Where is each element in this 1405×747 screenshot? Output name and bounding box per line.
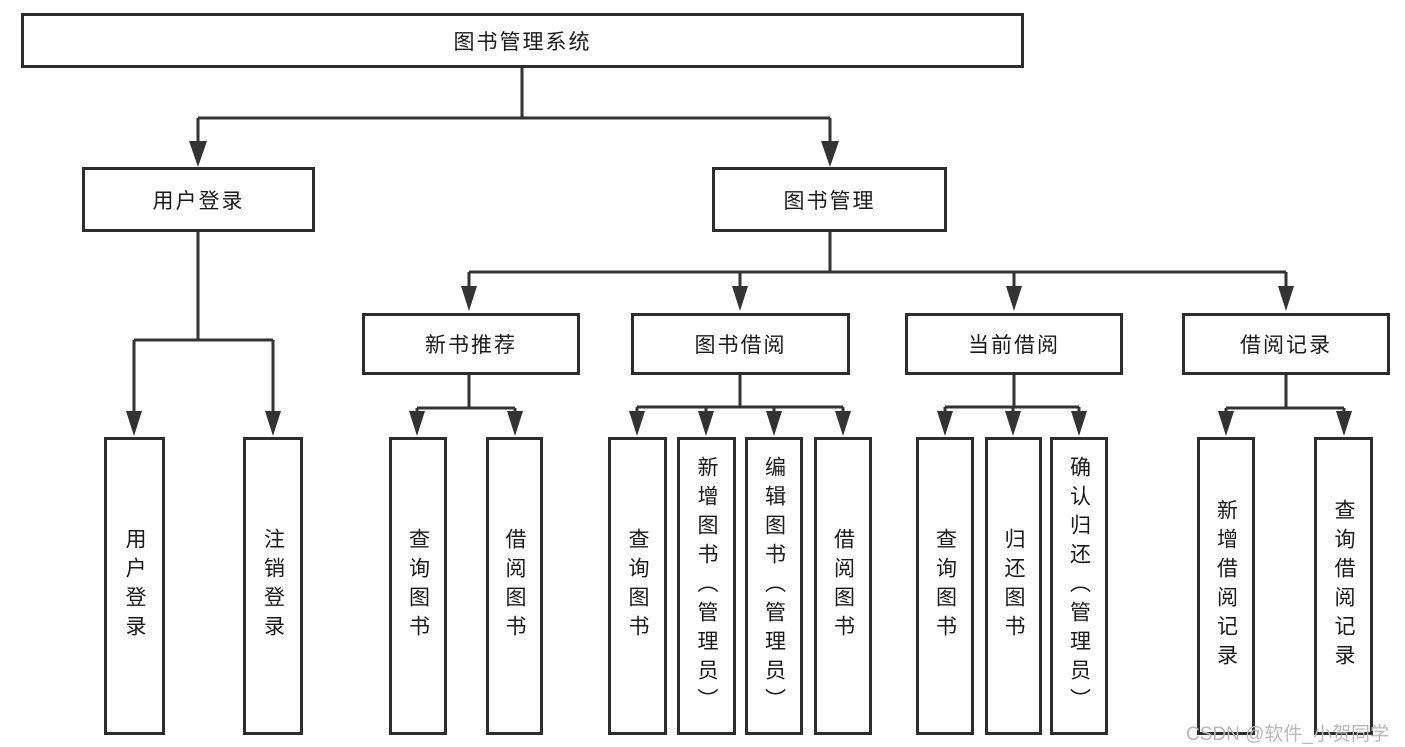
leaf-query-books-borrowing: 查询图书 bbox=[608, 437, 667, 735]
connector-book-management-to-level3 bbox=[461, 232, 1294, 311]
connector-borrowing-records-branch bbox=[1218, 375, 1352, 436]
node-book-management: 图书管理 bbox=[712, 167, 947, 232]
leaf-add-books-admin: 新增图书（管理员） bbox=[677, 437, 736, 735]
leaf-query-books-recommend: 查询图书 bbox=[389, 437, 447, 735]
leaf-borrow-books-borrowing: 借阅图书 bbox=[814, 437, 872, 735]
connector-root-to-level2 bbox=[189, 68, 839, 167]
connector-current-borrowing-branch bbox=[937, 375, 1087, 436]
leaf-confirm-return-admin: 确认归还（管理员） bbox=[1050, 437, 1108, 735]
connector-new-book-recommend-branch bbox=[409, 375, 523, 436]
csdn-watermark: CSDN @软件_小贺同学 bbox=[1186, 724, 1389, 745]
node-new-book-recommend: 新书推荐 bbox=[362, 313, 580, 375]
connector-book-borrowing-branch bbox=[629, 375, 851, 436]
leaf-query-borrow-record: 查询借阅记录 bbox=[1314, 437, 1373, 735]
node-root: 图书管理系统 bbox=[21, 13, 1024, 68]
leaf-borrow-books-recommend: 借阅图书 bbox=[486, 437, 543, 735]
leaf-return-books: 归还图书 bbox=[985, 437, 1042, 735]
leaf-logout: 注销登录 bbox=[243, 437, 303, 735]
connector-user-login-branch bbox=[126, 232, 281, 436]
leaf-add-borrow-record: 新增借阅记录 bbox=[1197, 437, 1255, 735]
leaf-query-books-current: 查询图书 bbox=[916, 437, 974, 735]
node-book-borrowing: 图书借阅 bbox=[631, 313, 850, 375]
node-user-login: 用户登录 bbox=[82, 167, 315, 232]
leaf-edit-books-admin: 编辑图书（管理员） bbox=[745, 437, 803, 735]
leaf-user-login: 用户登录 bbox=[104, 437, 165, 735]
node-current-borrowing: 当前借阅 bbox=[905, 313, 1123, 375]
node-borrowing-records: 借阅记录 bbox=[1182, 313, 1390, 375]
